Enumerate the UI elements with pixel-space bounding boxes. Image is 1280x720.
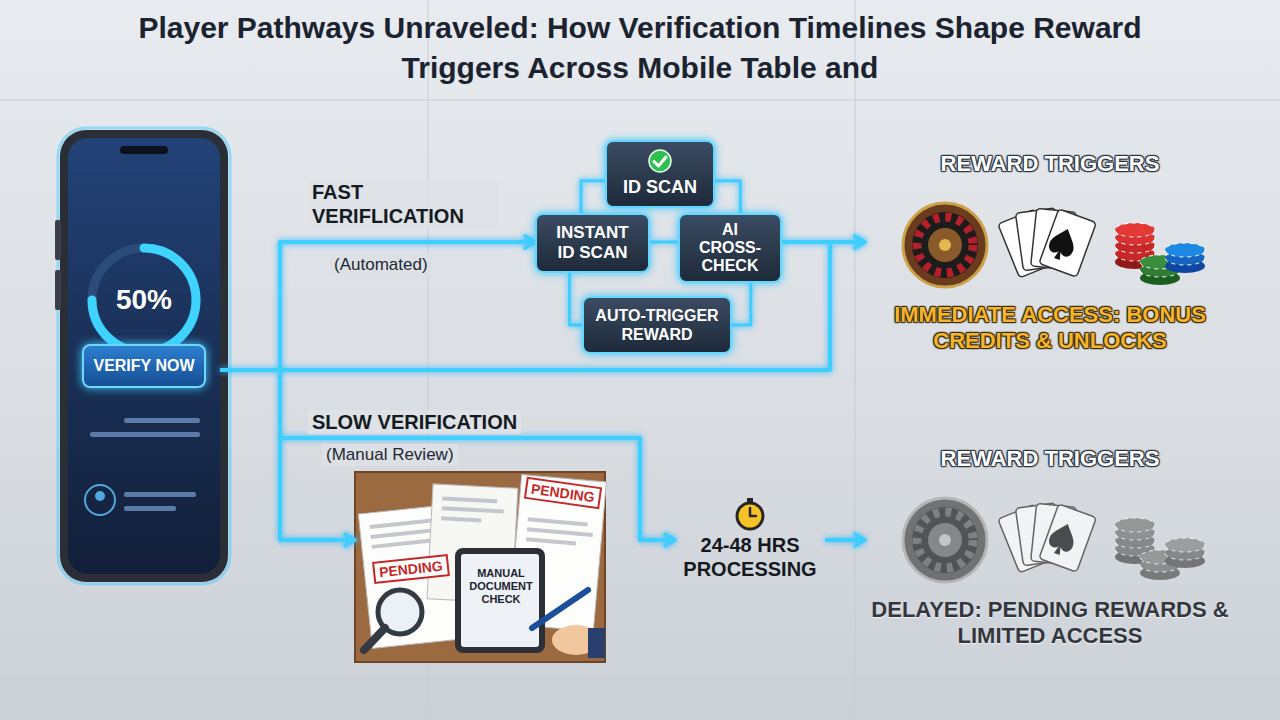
progress-percent: 50% — [68, 283, 220, 317]
phone-side-button — [55, 220, 61, 260]
paper-line — [442, 506, 504, 513]
phone-side-button — [55, 270, 61, 310]
text-holder: PENDING — [372, 554, 450, 584]
phone-device: 50% VERIFY NOW — [68, 138, 220, 574]
phone-notch — [120, 146, 168, 154]
label-holder: SLOW VERIFICATION — [308, 410, 521, 434]
connector — [220, 370, 675, 540]
reward-status: DELAYED: PENDING REWARDS & LIMITED ACCES… — [865, 597, 1235, 649]
document-illustration: PENDING PENDING MANUAL DOCUMENT CHECK — [355, 472, 605, 662]
roulette-rim — [903, 203, 987, 287]
chip-stack — [1115, 223, 1205, 285]
paper-line — [442, 496, 497, 503]
pending-stamp: PENDING — [524, 477, 602, 509]
grid-line — [0, 680, 1280, 681]
placeholder-line — [124, 492, 196, 497]
section-heading: REWARD TRIGGERS — [865, 150, 1235, 178]
verify-button: VERIFY NOW — [82, 344, 206, 388]
reward-panel: REWARD TRIGGERS DELAYED: PENDING REWARDS … — [865, 445, 1235, 649]
roulette-hub — [939, 239, 951, 251]
placeholder-line — [124, 418, 200, 423]
step-label: INSTANT ID SCAN — [551, 223, 634, 263]
reward-status: IMMEDIATE ACCESS: BONUS CREDITS & UNLOCK… — [865, 302, 1235, 354]
label-holder: (Automated) — [330, 254, 432, 276]
processing-step: 24-48 HRS PROCESSING — [675, 497, 825, 581]
step-label: AI CROSS-CHECK — [696, 221, 764, 275]
paper-line — [527, 527, 593, 537]
check-circle — [649, 150, 671, 172]
label-holder: FAST VERIFLICATION — [308, 180, 498, 228]
clock-face — [737, 503, 763, 529]
processing-time: 24-48 HRS PROCESSING — [679, 533, 821, 581]
connector — [715, 181, 740, 213]
roulette-center — [928, 228, 962, 262]
path-label: SLOW VERIFICATION — [308, 410, 521, 434]
chip — [1165, 243, 1205, 257]
section-heading: REWARD TRIGGERS — [865, 445, 1235, 473]
roulette-pockets — [917, 217, 973, 273]
step-label: ID SCAN — [617, 176, 703, 198]
spade-symbol — [1045, 225, 1079, 264]
clock-hands — [750, 508, 756, 516]
process-box: AUTO-TRIGGER REWARD — [582, 296, 732, 354]
grid-line — [0, 100, 1280, 101]
clock-icon — [733, 497, 767, 531]
paper-line — [526, 537, 576, 545]
connector — [650, 241, 678, 244]
title-block: Player Pathways Unraveled: How Verificat… — [130, 8, 1150, 88]
text-holder: PENDING — [524, 477, 602, 509]
path-label: FAST VERIFLICATION — [308, 180, 498, 228]
step-label: AUTO-TRIGGER REWARD — [592, 306, 722, 344]
check-mark — [654, 157, 666, 166]
paper-line — [372, 539, 432, 549]
button-label: VERIFY NOW — [92, 356, 196, 376]
phone-glow — [58, 128, 230, 584]
pending-stamp: PENDING — [372, 554, 450, 584]
connector — [220, 242, 535, 370]
placeholder-line — [124, 506, 176, 511]
reward-icons — [903, 203, 1205, 287]
text-holder: MANUAL DOCUMENT CHECK — [463, 567, 539, 606]
avatar-icon — [85, 485, 115, 515]
clock-button — [747, 498, 753, 502]
check-icon — [647, 148, 673, 174]
diagram-title: Player Pathways Unraveled: How Verificat… — [130, 8, 1150, 88]
process-box: ID SCAN — [605, 140, 715, 208]
paper-line — [528, 517, 588, 526]
sleeve — [588, 628, 605, 658]
process-box: AI CROSS-CHECK — [678, 213, 782, 283]
process-box: INSTANT ID SCAN — [535, 213, 650, 273]
avatar-head — [95, 491, 105, 501]
phone-screen — [68, 138, 220, 574]
magnifier-handle — [364, 628, 385, 650]
placeholder-line — [90, 432, 200, 437]
pen — [532, 590, 588, 628]
phone-illustration — [55, 128, 230, 584]
document-illustration — [355, 472, 606, 662]
path-note: (Manual Review) — [322, 444, 458, 466]
tablet-frame — [455, 548, 545, 653]
label-holder: (Manual Review) — [322, 444, 458, 466]
connector — [825, 538, 865, 542]
playing-cards — [998, 208, 1096, 278]
connector — [732, 283, 751, 325]
reward-icons-disabled — [903, 498, 1205, 582]
path-note: (Automated) — [330, 254, 432, 276]
card — [1039, 209, 1096, 277]
paper-line — [441, 516, 481, 522]
grid-line — [855, 0, 856, 720]
roulette-wheel — [912, 212, 978, 278]
connector — [570, 273, 583, 325]
paper-line — [369, 518, 439, 529]
tablet-text: MANUAL DOCUMENT CHECK — [463, 567, 539, 606]
tablet-screen — [461, 554, 539, 647]
reward-panel: REWARD TRIGGERS IMMEDIATE ACCESS: BONUS C… — [865, 150, 1235, 354]
connector — [581, 181, 605, 213]
chip — [1115, 223, 1155, 237]
phone-frame — [60, 130, 228, 582]
